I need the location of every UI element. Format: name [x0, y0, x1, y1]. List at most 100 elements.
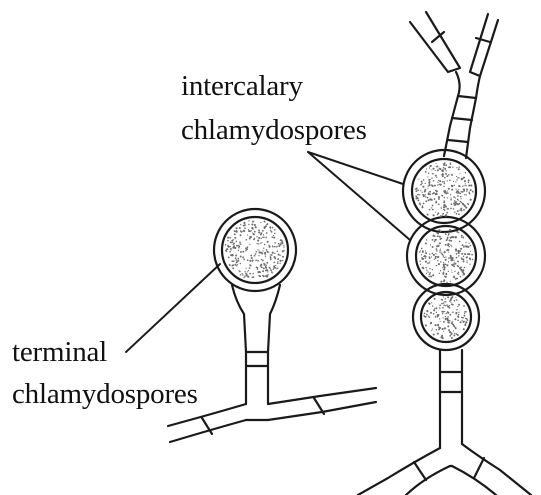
- stipple-dot: [257, 243, 258, 244]
- stipple-dot: [423, 315, 424, 316]
- stipple-dot: [443, 186, 444, 187]
- stipple-dot: [457, 306, 458, 307]
- stipple-dot: [425, 200, 427, 202]
- stipple-dot: [448, 235, 449, 236]
- stipple-dot: [258, 231, 260, 233]
- stipple-dot: [417, 199, 419, 201]
- stipple-dot: [266, 262, 268, 264]
- stipple-dot: [249, 244, 250, 245]
- stipple-dot: [271, 254, 273, 256]
- stipple-dot: [267, 223, 268, 224]
- stipple-dot: [432, 305, 434, 307]
- stipple-dot: [446, 317, 447, 318]
- stipple-dot: [435, 253, 436, 254]
- stipple-dot: [452, 323, 454, 325]
- stipple-dot: [436, 329, 438, 331]
- stipple-dot: [238, 258, 240, 260]
- stipple-dot: [446, 304, 447, 305]
- stipple-dot: [457, 251, 459, 253]
- stipple-dot: [422, 251, 424, 253]
- stipple-dot: [254, 231, 256, 233]
- stipple-dot: [432, 209, 434, 211]
- stipple-dot: [252, 261, 253, 262]
- stipple-dot: [456, 309, 458, 311]
- stipple-dot: [442, 175, 444, 177]
- stipple-dot: [432, 173, 433, 174]
- stipple-dot: [434, 259, 435, 260]
- stipple-dot: [449, 320, 451, 322]
- stipple-dot: [259, 275, 261, 277]
- stipple-dot: [460, 198, 461, 199]
- stipple-dot: [421, 257, 423, 259]
- stipple-dot: [272, 245, 273, 246]
- stipple-dot: [282, 250, 284, 252]
- stipple-dot: [442, 328, 444, 330]
- stipple-dot: [453, 335, 455, 337]
- stipple-dot: [462, 236, 464, 238]
- stipple-dot: [443, 162, 445, 164]
- stipple-dot: [251, 276, 252, 277]
- stipple-dot: [453, 208, 455, 210]
- stipple-dot: [424, 313, 426, 315]
- stipple-dot: [244, 271, 245, 272]
- stipple-dot: [452, 264, 454, 266]
- stipple-dot: [274, 242, 276, 244]
- stipple-dot: [463, 177, 465, 179]
- stipple-dot: [463, 189, 465, 191]
- stipple-dot: [435, 316, 436, 317]
- stipple-dot: [451, 321, 453, 323]
- stipple-dot: [455, 250, 457, 252]
- stipple-dot: [246, 275, 248, 277]
- stipple-dot: [445, 170, 446, 171]
- stipple-dot: [426, 239, 428, 241]
- stipple-dot: [437, 182, 438, 183]
- stipple-dot: [266, 265, 267, 266]
- stipple-dot: [438, 203, 440, 205]
- stipple-dot: [256, 251, 258, 253]
- stipple-dot: [445, 191, 447, 193]
- stipple-dot: [250, 236, 251, 237]
- stipple-dot: [429, 268, 430, 269]
- stipple-dot: [430, 312, 432, 314]
- stipple-dot: [444, 181, 445, 182]
- stipple-dot: [464, 267, 465, 268]
- stipple-dot: [437, 316, 439, 318]
- stipple-dot: [226, 250, 228, 252]
- stipple-dot: [266, 249, 268, 251]
- stipple-dot: [431, 177, 432, 178]
- stipple-dot: [436, 265, 437, 266]
- stipple-dot: [240, 234, 242, 236]
- stipple-dot: [432, 246, 434, 248]
- stipple-dot: [463, 328, 465, 330]
- stipple-dot: [458, 255, 460, 257]
- stipple-dot: [278, 254, 280, 256]
- stipple-dot: [446, 264, 448, 266]
- stipple-dot: [428, 315, 429, 316]
- stipple-dot: [422, 267, 424, 269]
- stipple-dot: [277, 258, 279, 260]
- stipple-dot: [422, 258, 423, 259]
- stipple-dot: [255, 259, 257, 261]
- stipple-dot: [450, 255, 452, 257]
- stipple-dot: [279, 243, 281, 245]
- stipple-dot: [462, 244, 464, 246]
- stipple-dot: [243, 258, 245, 260]
- stipple-dot: [249, 238, 251, 240]
- stipple-dot: [451, 203, 453, 205]
- stipple-dot: [443, 321, 445, 323]
- stipple-dot: [457, 210, 459, 212]
- stipple-dot: [440, 230, 442, 232]
- stipple-dot: [232, 244, 233, 245]
- stipple-dot: [457, 273, 458, 274]
- stipple-dot: [451, 272, 452, 273]
- stipple-dot: [424, 194, 426, 196]
- stipple-dot: [454, 333, 455, 334]
- stipple-dot: [433, 180, 435, 182]
- stipple-dot: [233, 239, 235, 241]
- stipple-dot: [431, 330, 432, 331]
- stipple-dot: [426, 310, 428, 312]
- stipple-dot: [256, 243, 257, 244]
- stipple-dot: [458, 177, 459, 178]
- stipple-dot: [281, 242, 283, 244]
- stipple-dot: [230, 248, 232, 250]
